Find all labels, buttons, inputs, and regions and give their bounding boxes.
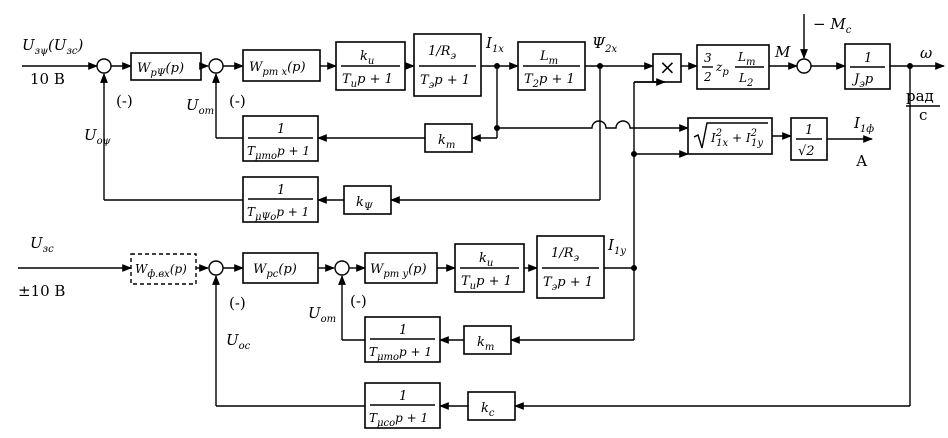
- inertia-num: 1: [864, 51, 872, 66]
- sum-flux: [96, 58, 112, 74]
- current-y-filter-num: 1: [399, 323, 407, 338]
- wire-i1x-sqrt: [497, 120, 689, 132]
- u-ot-top-label: Uот: [186, 96, 214, 117]
- inverter-y-den: Tиp + 1: [461, 274, 512, 292]
- torque-label: M: [774, 43, 791, 61]
- torque-coef-zp: zp: [715, 60, 729, 78]
- kc-label: kс: [481, 401, 495, 419]
- i1f-unit: А: [856, 152, 868, 170]
- armature-x-block: [413, 33, 482, 97]
- flux-filter-den: TμΨоp + 1: [247, 205, 309, 223]
- i1y-label: I1y: [607, 236, 626, 257]
- armature-x-den: Tэp + 1: [420, 73, 470, 91]
- neg-sign-current-y: (-): [350, 292, 367, 310]
- current-x-regulator-block: [242, 49, 321, 82]
- multiplier-block: [652, 53, 682, 83]
- speed-ref-label: Uзс: [30, 234, 54, 255]
- armature-y-den: Tэp + 1: [543, 275, 593, 293]
- torque-coef-three: 3: [704, 51, 712, 65]
- current-y-filter-den: Tμтоp + 1: [369, 345, 432, 363]
- sum-current-y: [334, 260, 350, 276]
- flux-filter-num: 1: [277, 183, 285, 198]
- sum-torque: [796, 58, 812, 74]
- neg-sign-flux: (-): [116, 92, 133, 110]
- k-psi-block: [343, 185, 392, 215]
- speed-filter-den: Tμсоp + 1: [369, 411, 428, 429]
- inverter-y-num: kи: [479, 251, 493, 269]
- inertia-den: Jэp: [851, 72, 874, 90]
- neg-sign-current-x: (-): [229, 92, 246, 110]
- inv-sqrt2-num: 1: [805, 123, 813, 138]
- torque-coef-two: 2: [703, 70, 712, 84]
- load-torque-label: − Mс: [813, 15, 852, 36]
- kt-y-label: kт: [477, 335, 494, 353]
- sum-current-x: [208, 58, 224, 74]
- u-ot-bottom-label: Uот: [308, 304, 336, 325]
- inverter-x-num: kи: [360, 49, 374, 67]
- psi-ref-label: Uзψ(Uзс): [22, 36, 84, 57]
- i1x-label: I1x: [485, 34, 504, 55]
- u-opsi-label: Uоψ: [84, 126, 111, 147]
- current-x-filter-den: Tμтоp + 1: [247, 144, 310, 162]
- kt-x-block: [424, 123, 473, 153]
- input-filter-label: Wф.вх(p): [135, 262, 187, 280]
- rotor-flux-num: Lm: [539, 49, 558, 67]
- k-psi-label: kΨ: [356, 195, 374, 213]
- current-x-regulator-label: Wрт x(p): [249, 60, 306, 78]
- inverter-x-den: Tиp + 1: [342, 72, 393, 90]
- flux-regulator-label: WрΨ(p): [137, 61, 184, 79]
- speed-filter-num: 1: [399, 389, 407, 404]
- u-oc-label: Uос: [226, 331, 251, 352]
- kt-x-label: kт: [438, 133, 455, 151]
- current-y-regulator-label: Wрт y(p): [370, 262, 427, 280]
- node-i1x-branch: [494, 125, 500, 131]
- armature-y-num: 1/Rэ: [551, 246, 579, 264]
- inv-sqrt2-den: √2: [798, 144, 815, 159]
- multiplier-symbol: ×: [659, 55, 676, 79]
- sum-speed: [208, 260, 224, 276]
- current-x-filter-num: 1: [277, 122, 285, 137]
- omega-unit-den: с: [919, 106, 927, 124]
- speed-regulator-label: Wрс(p): [253, 262, 297, 280]
- input-filter-block: [130, 253, 197, 285]
- sqrt-radical: [693, 122, 768, 149]
- neg-sign-speed: (-): [229, 294, 246, 312]
- psi2x-label: Ψ2x: [592, 34, 618, 55]
- psi-ref-range: 10 В: [30, 70, 65, 88]
- rotor-flux-den: T2p + 1: [524, 72, 575, 90]
- i1f-label: I1ф: [853, 114, 874, 135]
- omega-label: ω: [920, 44, 932, 62]
- armature-y-block: [536, 235, 605, 299]
- torque-coef-l2: L2: [738, 71, 753, 89]
- omega-unit-num: рад: [906, 87, 934, 105]
- speed-ref-range: ±10 В: [18, 282, 65, 300]
- current-y-regulator-block: [364, 252, 438, 284]
- armature-x-num: 1/Rэ: [428, 44, 456, 62]
- torque-coef-lm: Lm: [737, 50, 755, 68]
